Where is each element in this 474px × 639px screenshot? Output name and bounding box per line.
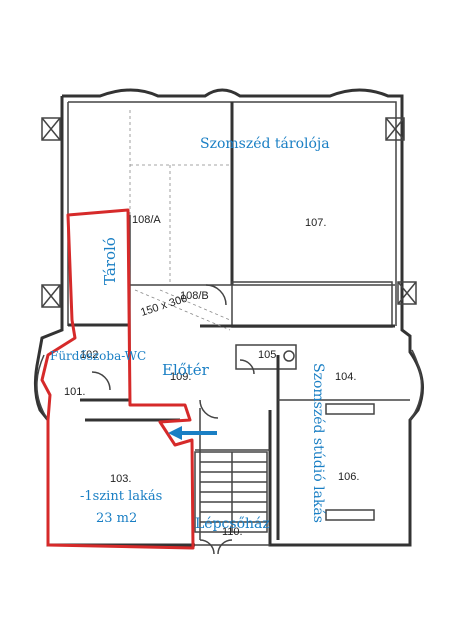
label-neighbor-storage: Szomszéd tárolója [200, 136, 330, 152]
room-106: 106. [338, 471, 359, 483]
label-apartment-area: 23 m2 [96, 511, 137, 526]
label-hallway: Előtér [162, 361, 210, 379]
room-104: 104. [335, 371, 356, 383]
label-neighbor-studio: Szomszéd stúdió lakás [310, 363, 326, 523]
windows [41, 117, 417, 308]
room-110: 110. [222, 526, 243, 538]
interior-walls [68, 102, 410, 546]
label-apartment-level: -1szint lakás [80, 489, 162, 504]
room-107: 107. [305, 217, 326, 229]
room-108b: 108/B [180, 290, 209, 302]
outer-walls [33, 88, 424, 547]
entrance-arrow [168, 426, 217, 440]
room-102: 102 [80, 349, 98, 361]
room-109: 109. [170, 371, 191, 383]
room-103: 103. [110, 473, 131, 485]
dimension-label: 150 x 300 [139, 293, 189, 319]
doors [91, 284, 295, 555]
room-105: 105. [258, 349, 279, 361]
label-staircase: Lépcsőház [195, 516, 270, 532]
apartment-outline [40, 208, 195, 550]
label-bathroom-wc: Fürdőszoba-WC [50, 349, 146, 363]
stairs [200, 452, 267, 532]
room-108a: 108/A [132, 214, 161, 226]
room-101: 101. [64, 386, 85, 398]
label-storage: Tároló [101, 237, 119, 285]
hatching [129, 110, 232, 331]
